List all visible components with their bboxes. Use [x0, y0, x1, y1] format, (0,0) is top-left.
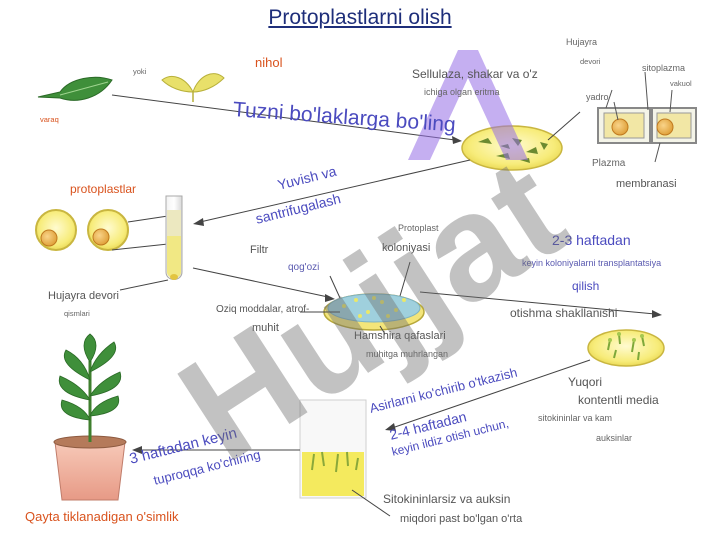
- label-filtr: Filtr: [250, 244, 269, 256]
- label-sitokininlar-kam: sitokininlar va kam: [538, 413, 613, 423]
- label-qayta-tiklanadigan: Qayta tiklanadigan o'simlik: [25, 509, 179, 524]
- label-miqdori: miqdori past bo'lgan o'rta: [400, 513, 523, 525]
- label-hamshira: Hamshira qafaslari: [354, 330, 446, 342]
- rooting-jar: [299, 399, 391, 517]
- label-membranasi: membranasi: [616, 178, 677, 190]
- label-yoki: yoki: [133, 67, 147, 76]
- label-protoplastlar: protoplastlar: [70, 182, 137, 196]
- label-plazma: Plazma: [592, 158, 626, 169]
- label-yuqori: Yuqori: [568, 375, 603, 389]
- protoplast-cells: [35, 209, 169, 251]
- label-sitoplazma: sitoplazma: [642, 63, 686, 73]
- label-sellulaza: Sellulaza, shakar va o'z: [412, 67, 538, 81]
- label-auksinlar: auksinlar: [596, 433, 633, 443]
- label-vakuol: vakuol: [670, 79, 692, 88]
- label-otishma: otishma shakllanishi: [510, 306, 618, 320]
- label-hujayra-devori: Hujayra devori: [48, 290, 119, 302]
- label-hujayra: Hujayra: [566, 37, 598, 47]
- label-ichiga: ichiga olgan eritma: [424, 87, 500, 97]
- corner-mark-text: A: [388, 40, 389, 41]
- centrifuge-tube: [119, 195, 183, 291]
- shoot-formation-dish: [587, 329, 665, 367]
- label-keyin-koloniyalarni: keyin koloniyalarni transplantatsiya: [522, 258, 662, 268]
- label-kontentli: kontentli media: [578, 393, 659, 407]
- label-haftadan-2-3: 2-3 haftadan: [552, 232, 631, 248]
- label-muhitga: muhitga muhrlangan: [366, 349, 449, 359]
- label-nihol: nihol: [255, 55, 283, 70]
- leaf-icon: [37, 76, 113, 101]
- label-koloniyasi: koloniyasi: [382, 242, 431, 254]
- potted-plant-icon: [53, 333, 127, 501]
- page-title: Protoplastlarni olish: [268, 6, 452, 29]
- label-sitokininlarsiz: Sitokininlarsiz va auksin: [383, 492, 511, 506]
- label-protoplast: Protoplast: [398, 223, 439, 233]
- label-devori-top: devori: [580, 57, 601, 66]
- label-oziq: Oziq moddalar, atrof-: [216, 304, 310, 315]
- label-qismlari: qismlari: [64, 309, 90, 318]
- label-qilish: qilish: [572, 279, 600, 293]
- label-qogozi: qog'ozi: [288, 262, 320, 273]
- label-varaq: varaq: [40, 115, 59, 124]
- label-muhit: muhit: [252, 322, 279, 334]
- seedling-icon: [161, 73, 225, 102]
- corner-watermark-mark: A: [388, 40, 528, 160]
- plant-cell-diagram: [597, 71, 697, 163]
- label-yadro: yadro: [586, 92, 609, 102]
- nurse-culture-dish: [300, 261, 425, 335]
